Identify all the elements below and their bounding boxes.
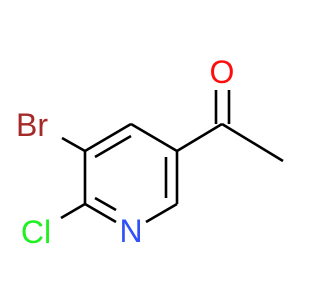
bond-ring-c5-c4 — [130, 122, 178, 153]
bond-ring-c2-n-inner — [94, 196, 117, 212]
bond-ring-acetyl — [176, 122, 223, 153]
bond-ring-chlorine — [60, 202, 86, 220]
chlorine-atom-label: Cl — [21, 214, 51, 250]
nitrogen-atom-label: N — [119, 213, 142, 249]
oxygen-atom-label: O — [210, 54, 235, 90]
bond-ring-n-c6 — [145, 202, 178, 224]
bromine-atom-label: Br — [16, 107, 48, 143]
bond-ring-c4-c3 — [84, 122, 132, 153]
bond-ring-c4-c3-inner — [94, 134, 132, 159]
bond-ring-c2-n — [84, 202, 117, 224]
bond-ring-bromine — [61, 136, 86, 153]
bond-carbonyl-methyl — [221, 122, 284, 163]
molecule-structure: O Br Cl N — [16, 54, 284, 250]
